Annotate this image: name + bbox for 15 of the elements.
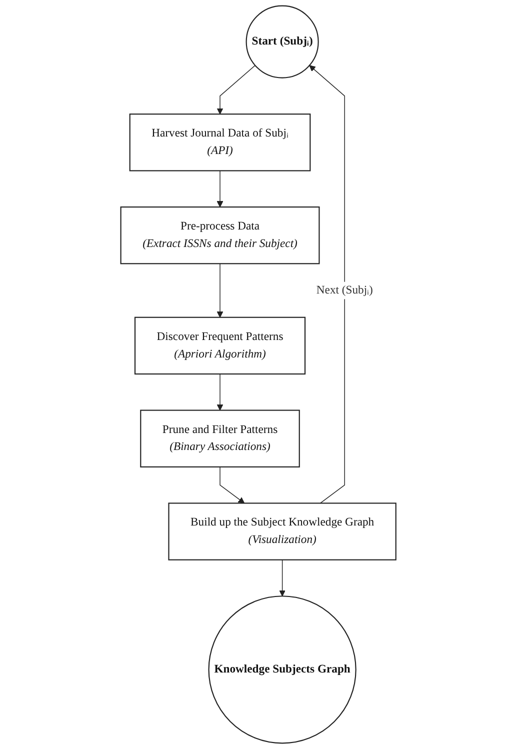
node-box: Prune and Filter Patterns (Binary Associations) [140,410,300,468]
arrow [216,263,224,318]
node-circle: Start (Subjᵢ) [246,5,319,78]
arrow [220,466,245,504]
arrow [216,170,224,208]
arrow [279,559,286,596]
arrow [309,65,346,504]
edge-label: Next (Subjᵢ) [316,284,373,296]
arrow [216,65,256,114]
node-circle: Knowledge Subjects Graph [208,596,357,744]
node-box: Discover Frequent Patterns (Apriori Algorithm) [134,316,306,375]
node-box: Pre-process Data (Extract ISSNs and their Subject) [120,206,320,264]
node-box: Build up the Subject Knowledge Graph (Visualization) [168,502,397,560]
arrow [216,374,224,411]
node-box: Harvest Journal Data of Subjᵢ (API) [129,114,311,172]
